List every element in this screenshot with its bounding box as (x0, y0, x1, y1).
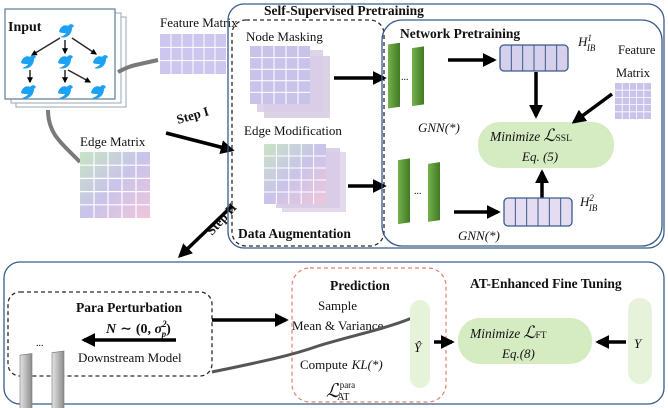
feature-matrix-right-line1: Feature (618, 43, 656, 57)
h1-embedding (499, 44, 569, 72)
downstream-ellipsis: ... (36, 338, 44, 349)
feature-to-ssl-arrow (571, 92, 614, 124)
grid-matrix-icon (80, 152, 150, 218)
grid-matrix-icon (250, 46, 310, 104)
input-to-feature-connector (117, 58, 159, 74)
step-2-arrow (177, 204, 234, 258)
edge-modification-label: Edge Modification (244, 123, 342, 138)
gnn-bottom-label: GNN(*) (458, 228, 500, 243)
feature-matrix-right-line2: Matrix (616, 66, 651, 80)
gnn-encoder-top: ... (388, 42, 424, 109)
prediction-connector-curve (211, 316, 413, 374)
prediction-panel: Prediction Sample Mean & Variance Comput… (291, 267, 447, 403)
network-pretraining-panel: Network Pretraining (381, 19, 663, 247)
yhat-box: Ŷ (410, 300, 430, 388)
minimize-ft-eq: Eq.(8) (501, 346, 535, 361)
gnn-top-label: GNN(*) (418, 120, 460, 135)
gnn-ellipsis: ... (414, 186, 422, 197)
grid-matrix-icon (160, 34, 226, 74)
yhat-label: Ŷ (414, 340, 423, 355)
ssp-title: Self-Supervised Pretraining (264, 3, 424, 18)
grid-matrix-icon (264, 144, 326, 204)
input-label: Input (8, 20, 42, 35)
edge-matrix-label: Edge Matrix (80, 134, 146, 149)
para-perturbation-label: Para Perturbation (76, 300, 183, 315)
y-box: Y (628, 298, 652, 384)
mean-variance-label: Mean & Variance (292, 318, 384, 333)
input-graph-edges (27, 37, 97, 84)
prediction-title: Prediction (330, 278, 390, 293)
self-supervised-pretraining-panel: Self-Supervised Pretraining (227, 3, 665, 249)
step-1-arrow (165, 131, 235, 154)
fine-tuning-panel: AT-Enhanced Fine Tuning (3, 261, 665, 405)
step-1-label: Step I (175, 103, 211, 126)
feature-matrix-label: Feature Matrix (160, 15, 238, 30)
input-to-edge-connector (46, 109, 82, 164)
step-2-label: Step II (203, 200, 240, 238)
sample-label: Sample (318, 298, 357, 313)
h2-embedding (503, 197, 573, 227)
y-label: Y (634, 336, 643, 351)
downstream-model-layers: ... (19, 338, 65, 408)
minimize-ssl-eq: Eq. (5) (521, 149, 558, 164)
data-augmentation-panel: Node Masking Edge Modification Data Augm… (231, 19, 385, 247)
network-pretraining-title: Network Pretraining (400, 26, 520, 41)
node-masking-label: Node Masking (246, 29, 323, 44)
gnn-encoder-bottom: ... (398, 158, 440, 225)
data-augmentation-label: Data Augmentation (238, 226, 351, 241)
ft-title: AT-Enhanced Fine Tuning (470, 276, 622, 291)
input-panel: Input (4, 8, 127, 108)
downstream-model-label: Downstream Model (78, 350, 182, 365)
gnn-ellipsis: ... (401, 72, 409, 83)
grid-matrix-icon (615, 83, 651, 119)
